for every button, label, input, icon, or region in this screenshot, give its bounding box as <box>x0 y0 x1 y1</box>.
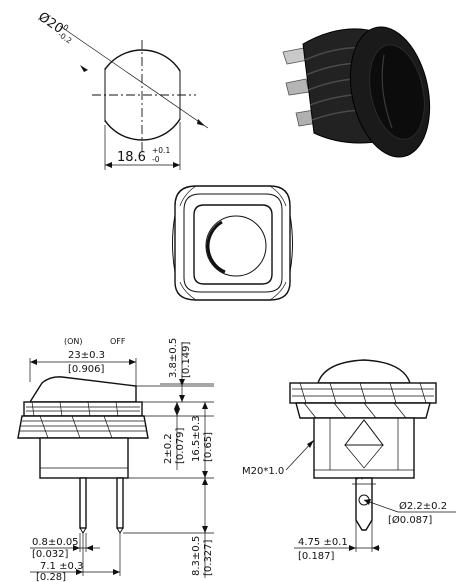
body-in: [0.65] <box>203 432 214 462</box>
side-body <box>39 437 129 479</box>
diameter-leader <box>59 25 209 129</box>
rocker-height-in: [0.149] <box>181 341 192 378</box>
flange-mm: 2±0.2 <box>163 433 174 464</box>
terminal-length-in: [0.327] <box>203 539 214 576</box>
side-rocker <box>28 376 137 403</box>
rocker-height-mm: 3.8±0.5 <box>168 338 179 378</box>
state-off-label: OFF <box>110 337 126 346</box>
tab-width-mm: 4.75 ±0.1 <box>298 537 348 548</box>
side-flange <box>23 401 143 417</box>
hole-in: [Ø0.087] <box>388 514 432 526</box>
diameter-arrow-tail <box>80 65 88 72</box>
width-mm: 23±0.3 <box>68 350 105 361</box>
flat-width-label: 18.6 <box>117 150 146 165</box>
product-photo <box>282 26 431 158</box>
end-thread-band <box>295 402 431 419</box>
cutout-circle <box>105 49 180 141</box>
flat-arrow-left <box>105 162 112 168</box>
width-in: [0.906] <box>68 364 105 375</box>
flange-in: [0.079] <box>175 427 186 464</box>
terminal-width-mm: 7.1 ±0.3 <box>40 561 83 572</box>
diameter-tol-upper: 0 <box>61 22 70 32</box>
front-rocker-dome-shadow <box>206 220 226 274</box>
front-rocker-dome <box>205 215 267 277</box>
body-mm: 16.5±0.3 <box>191 415 202 462</box>
flat-width-tol-lower: -0 <box>152 155 160 164</box>
diameter-arrow-head <box>197 119 205 126</box>
side-terminal-left <box>79 477 87 529</box>
rocker-button <box>369 44 425 140</box>
terminal-thickness-mm: 0.8±0.05 <box>32 537 79 548</box>
end-terminal-marks: · · <box>356 475 363 484</box>
side-view: (ON) OFF 23±0.3 [0.906] <box>17 337 214 582</box>
top-view-cutout: Ø20 0 -0.2 18.6 +0.1 -0 <box>35 10 209 170</box>
terminal-length-mm: 8.3±0.5 <box>191 536 202 576</box>
side-thread-band <box>17 415 149 439</box>
front-view <box>172 185 293 301</box>
end-body <box>313 417 415 479</box>
side-terminal-right <box>116 477 124 529</box>
end-view: · · M20*1.0 Ø2.2±0.2 [Ø0.087] 4.75 ±0.1 … <box>242 359 456 562</box>
end-rocker-dome <box>317 359 411 384</box>
terminal-thickness-in: [0.032] <box>32 549 69 560</box>
terminal-middle <box>285 78 310 96</box>
hole-mm: Ø2.2±0.2 <box>399 500 447 512</box>
end-terminal-tab <box>355 477 373 531</box>
thread-label: M20*1.0 <box>242 466 284 477</box>
front-bezel-inner <box>183 193 283 293</box>
flat-arrow-right <box>173 162 180 168</box>
tab-width-in: [0.187] <box>298 551 335 562</box>
flat-width-tol-upper: +0.1 <box>152 146 170 155</box>
diameter-tol-lower: -0.2 <box>56 30 73 46</box>
terminal-width-in: [0.28] <box>36 572 66 582</box>
state-on-label: (ON) <box>64 337 83 346</box>
